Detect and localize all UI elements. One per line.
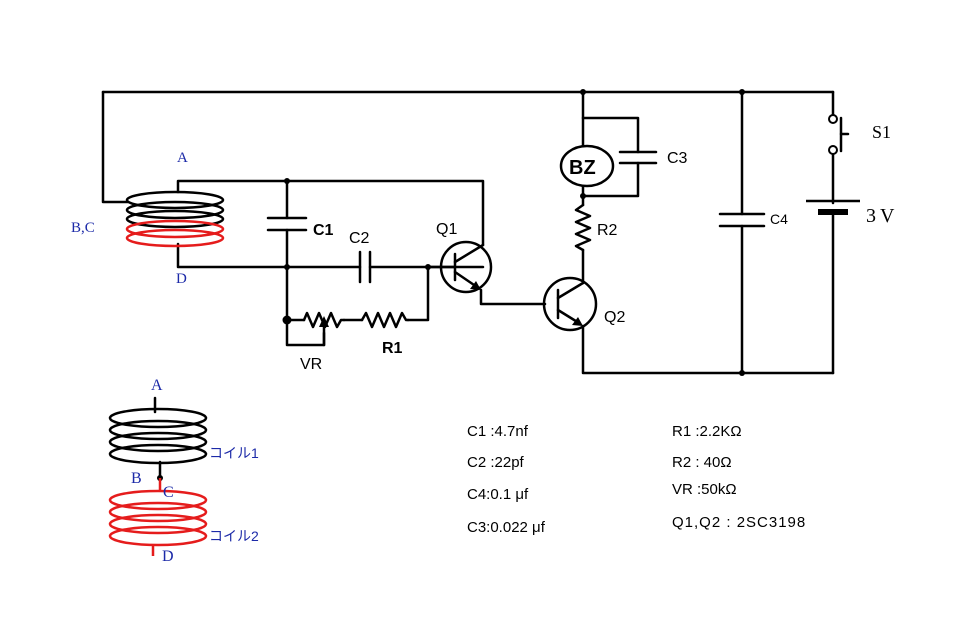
resistor-r1 <box>360 311 410 329</box>
coil-label-d: D <box>176 271 187 287</box>
r2-label: R2 <box>597 222 618 239</box>
c4-label: C4 <box>770 211 788 227</box>
coil1-label: コイル1 <box>209 445 259 461</box>
detail-label-a: A <box>151 377 163 394</box>
vr-label: VR <box>300 356 322 373</box>
c2-label: C2 <box>349 230 370 247</box>
coil-label-a: A <box>177 150 188 166</box>
spec-c4: C4:0.1 μf <box>467 486 529 503</box>
bz-label: BZ <box>569 157 596 179</box>
resistor-r2 <box>574 203 592 252</box>
capacitor-c2 <box>358 250 372 284</box>
spec-c2: C2 :22pf <box>467 454 525 471</box>
switch-s1 <box>828 114 850 155</box>
capacitor-c4 <box>718 212 766 228</box>
transistor-q2 <box>542 276 598 332</box>
spec-r2: R2 : 40Ω <box>672 454 732 471</box>
capacitor-c3 <box>618 150 658 165</box>
coil2-label: コイル2 <box>209 528 259 544</box>
coil-detail-drawing <box>108 396 208 556</box>
detail-label-d: D <box>162 548 174 565</box>
battery-label: 3V <box>866 205 898 227</box>
c3-label: C3 <box>667 150 688 167</box>
spec-vr: VR :50kΩ <box>672 481 737 498</box>
wires <box>101 90 835 375</box>
c1-label: C1 <box>313 222 334 239</box>
q2-label: Q2 <box>604 309 625 326</box>
coil-label-bc: B,C <box>71 220 95 236</box>
coil-symbol <box>125 190 225 248</box>
junction-dots <box>282 89 745 376</box>
battery-3v <box>806 199 860 215</box>
r1-label: R1 <box>382 340 403 357</box>
q1-label: Q1 <box>436 221 457 238</box>
s1-label: S1 <box>872 122 891 142</box>
spec-r1: R1 :2.2KΩ <box>672 423 742 440</box>
potentiometer-vr <box>302 311 346 347</box>
spec-c1: C1 :4.7nf <box>467 423 529 440</box>
spec-c3: C3:0.022 μf <box>467 519 546 536</box>
transistor-q1 <box>439 240 493 294</box>
detail-label-c: C <box>163 484 174 501</box>
spec-q: Q1,Q2 : 2SC3198 <box>672 514 806 531</box>
capacitor-c1 <box>266 216 308 232</box>
buzzer-bz <box>559 144 615 188</box>
detail-label-b: B <box>131 470 142 487</box>
